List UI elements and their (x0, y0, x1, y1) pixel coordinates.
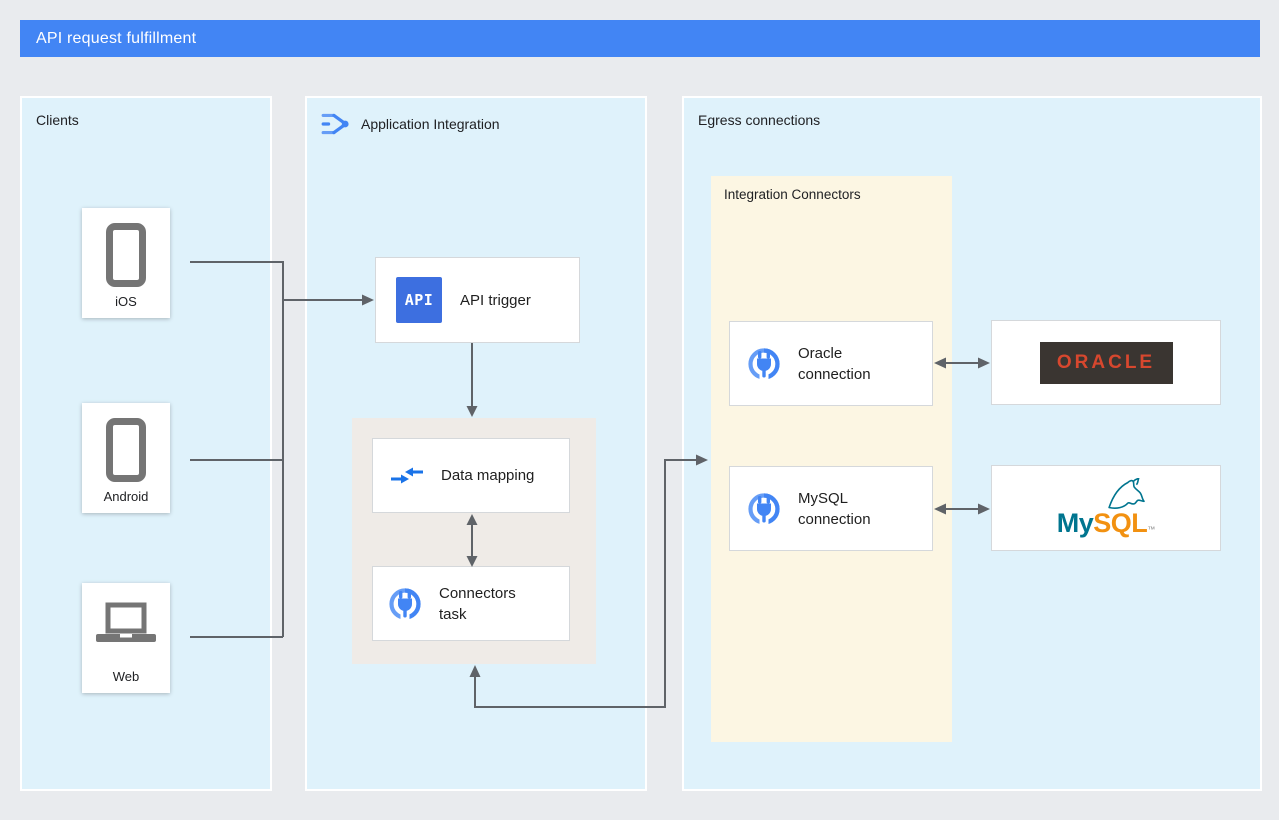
smartphone-icon (106, 223, 146, 287)
mysql-dolphin-icon (1108, 477, 1145, 509)
client-label: Web (112, 669, 140, 684)
mysql-trademark: ™ (1147, 524, 1156, 534)
mysql-connection-label: MySQL connection (798, 489, 871, 528)
laptop-icon (96, 602, 156, 642)
connectors-plug-icon (748, 347, 780, 382)
client-label: Android (103, 489, 149, 504)
client-card-ios: iOS (82, 208, 170, 318)
oracle-connection-label: Oracle connection (798, 344, 871, 383)
oracle-wordmark: ORACLE (1056, 351, 1156, 373)
api-trigger-node: API API trigger (375, 257, 580, 343)
connectors-task-label: Connectors task (439, 584, 516, 623)
smartphone-icon (106, 418, 146, 482)
connectors-plug-icon (748, 492, 780, 527)
data-mapping-icon (391, 467, 423, 483)
client-card-android: Android (82, 403, 170, 513)
diagram-title: API request fulfillment (36, 29, 197, 47)
oracle-connection-node: Oracle connection (729, 321, 933, 406)
application-integration-header: Application Integration (320, 109, 500, 139)
oracle-database-node: ORACLE (991, 320, 1221, 405)
mysql-logo: MySQL™ (1057, 477, 1156, 539)
connectors-plug-icon (389, 587, 421, 622)
client-label: iOS (115, 294, 137, 309)
integration-connectors-label: Integration Connectors (724, 187, 861, 202)
mysql-wordmark-sql: SQL (1093, 507, 1148, 538)
integration-connectors-panel: Integration Connectors (711, 176, 952, 742)
data-mapping-node: Data mapping (372, 438, 570, 513)
connectors-task-node: Connectors task (372, 566, 570, 641)
api-trigger-icon: API (396, 277, 442, 323)
application-integration-icon (321, 113, 349, 135)
oracle-logo: ORACLE (1039, 341, 1173, 384)
data-mapping-label: Data mapping (441, 467, 535, 484)
mysql-connection-node: MySQL connection (729, 466, 933, 551)
mysql-database-node: MySQL™ (991, 465, 1221, 551)
egress-connections-label: Egress connections (698, 112, 821, 128)
diagram-title-bar: API request fulfillment (20, 20, 1260, 57)
application-integration-label: Application Integration (361, 116, 500, 132)
mysql-wordmark-my: My (1056, 507, 1094, 538)
mysql-wordmark: MySQL™ (1057, 508, 1156, 539)
clients-panel-label: Clients (36, 112, 79, 128)
api-trigger-label: API trigger (460, 291, 531, 309)
client-card-web: Web (82, 583, 170, 693)
